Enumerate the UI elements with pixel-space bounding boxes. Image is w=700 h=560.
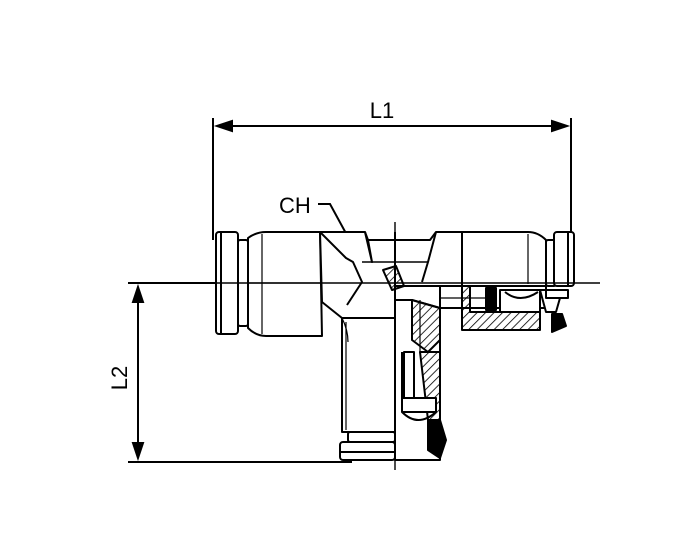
left-branch [247,231,330,337]
l2-arrow-top [131,283,145,303]
l2-label: L2 [107,366,132,390]
right-release-collar [545,231,575,287]
down-branch [341,317,396,433]
l1-arrow-left [213,119,233,133]
l2-arrow-bottom [131,442,145,462]
dimension-l1 [212,118,572,240]
ch-label: CH [279,193,311,218]
right-branch [461,231,547,287]
right-section-cut [439,285,569,333]
l1-label: L1 [370,98,394,123]
l1-arrow-right [551,119,571,133]
down-release-collar [339,431,396,461]
down-section-cut [394,299,462,461]
center-lines [128,222,600,470]
tee-fitting-body [215,231,575,461]
central-body [319,231,463,319]
